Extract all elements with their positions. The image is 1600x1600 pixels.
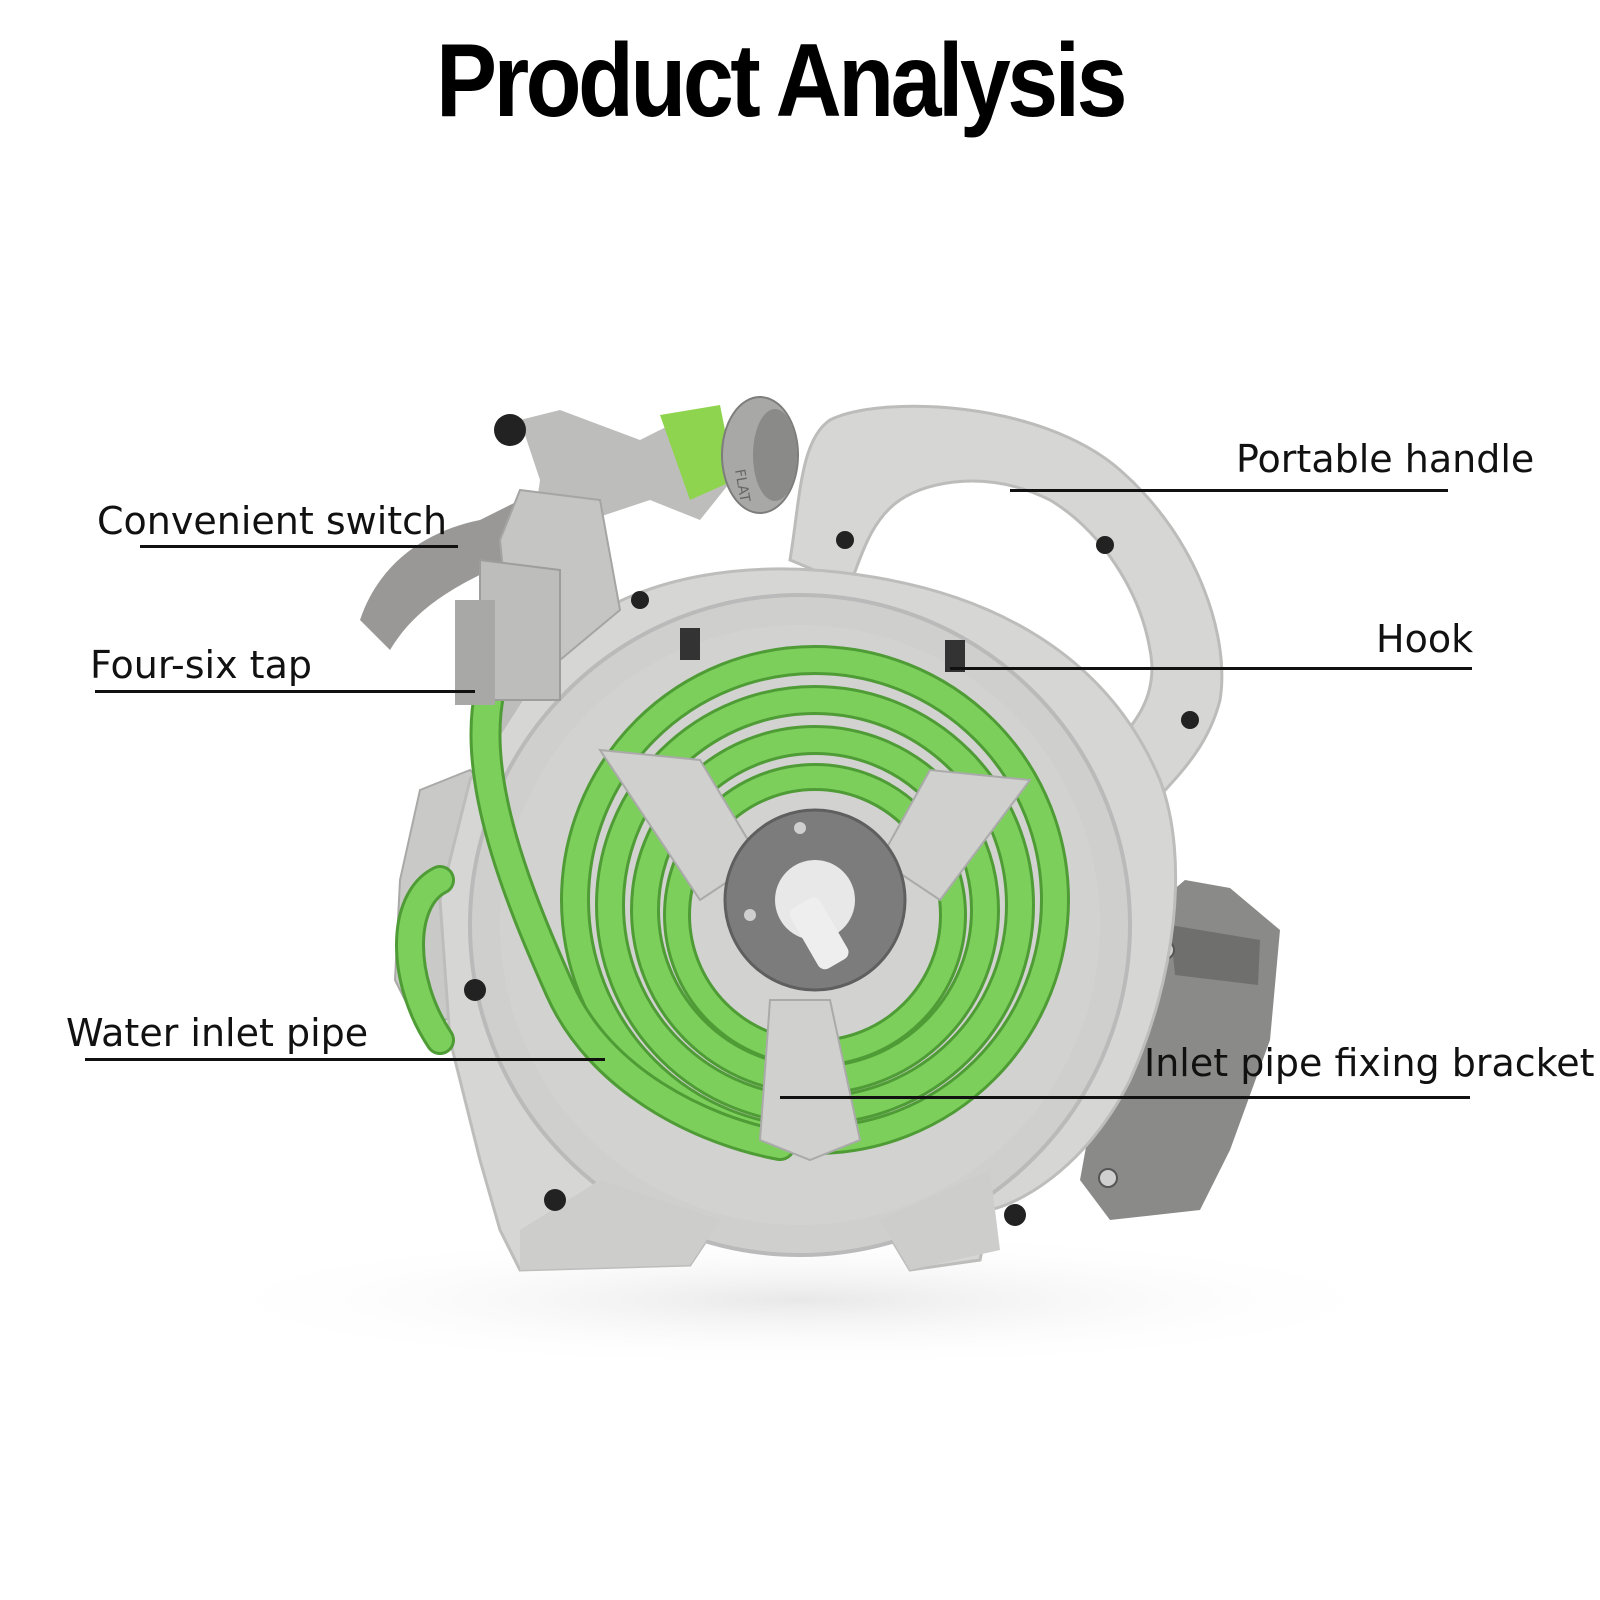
convenient-switch-leader bbox=[140, 545, 458, 548]
water-inlet-pipe bbox=[395, 674, 796, 1161]
water-inlet-pipe-leader bbox=[85, 1058, 605, 1061]
portable-handle-label: Portable handle bbox=[1236, 437, 1535, 481]
hook-label: Hook bbox=[1376, 617, 1474, 661]
convenient-switch-label: Convenient switch bbox=[97, 499, 448, 543]
portable-handle-leader bbox=[1010, 489, 1448, 492]
four-six-tap-leader bbox=[95, 690, 475, 693]
inlet-pipe-fixing-bracket-leader bbox=[780, 1096, 1470, 1099]
floor-shadow bbox=[180, 1230, 1420, 1370]
reel-hub bbox=[597, 748, 1032, 1162]
hook-slots bbox=[680, 628, 965, 672]
nozzle-flat-label: FLAT bbox=[731, 468, 753, 504]
water-inlet-pipe-label: Water inlet pipe bbox=[66, 1011, 369, 1055]
four-six-tap-label: Four-six tap bbox=[90, 643, 312, 687]
page-title: Product Analysis bbox=[436, 23, 1127, 139]
inlet-pipe-fixing-bracket-label: Inlet pipe fixing bracket bbox=[1144, 1041, 1595, 1085]
hook-leader bbox=[950, 667, 1472, 670]
portable-handle bbox=[788, 404, 1224, 823]
spray-nozzle: FLAT bbox=[360, 396, 799, 705]
